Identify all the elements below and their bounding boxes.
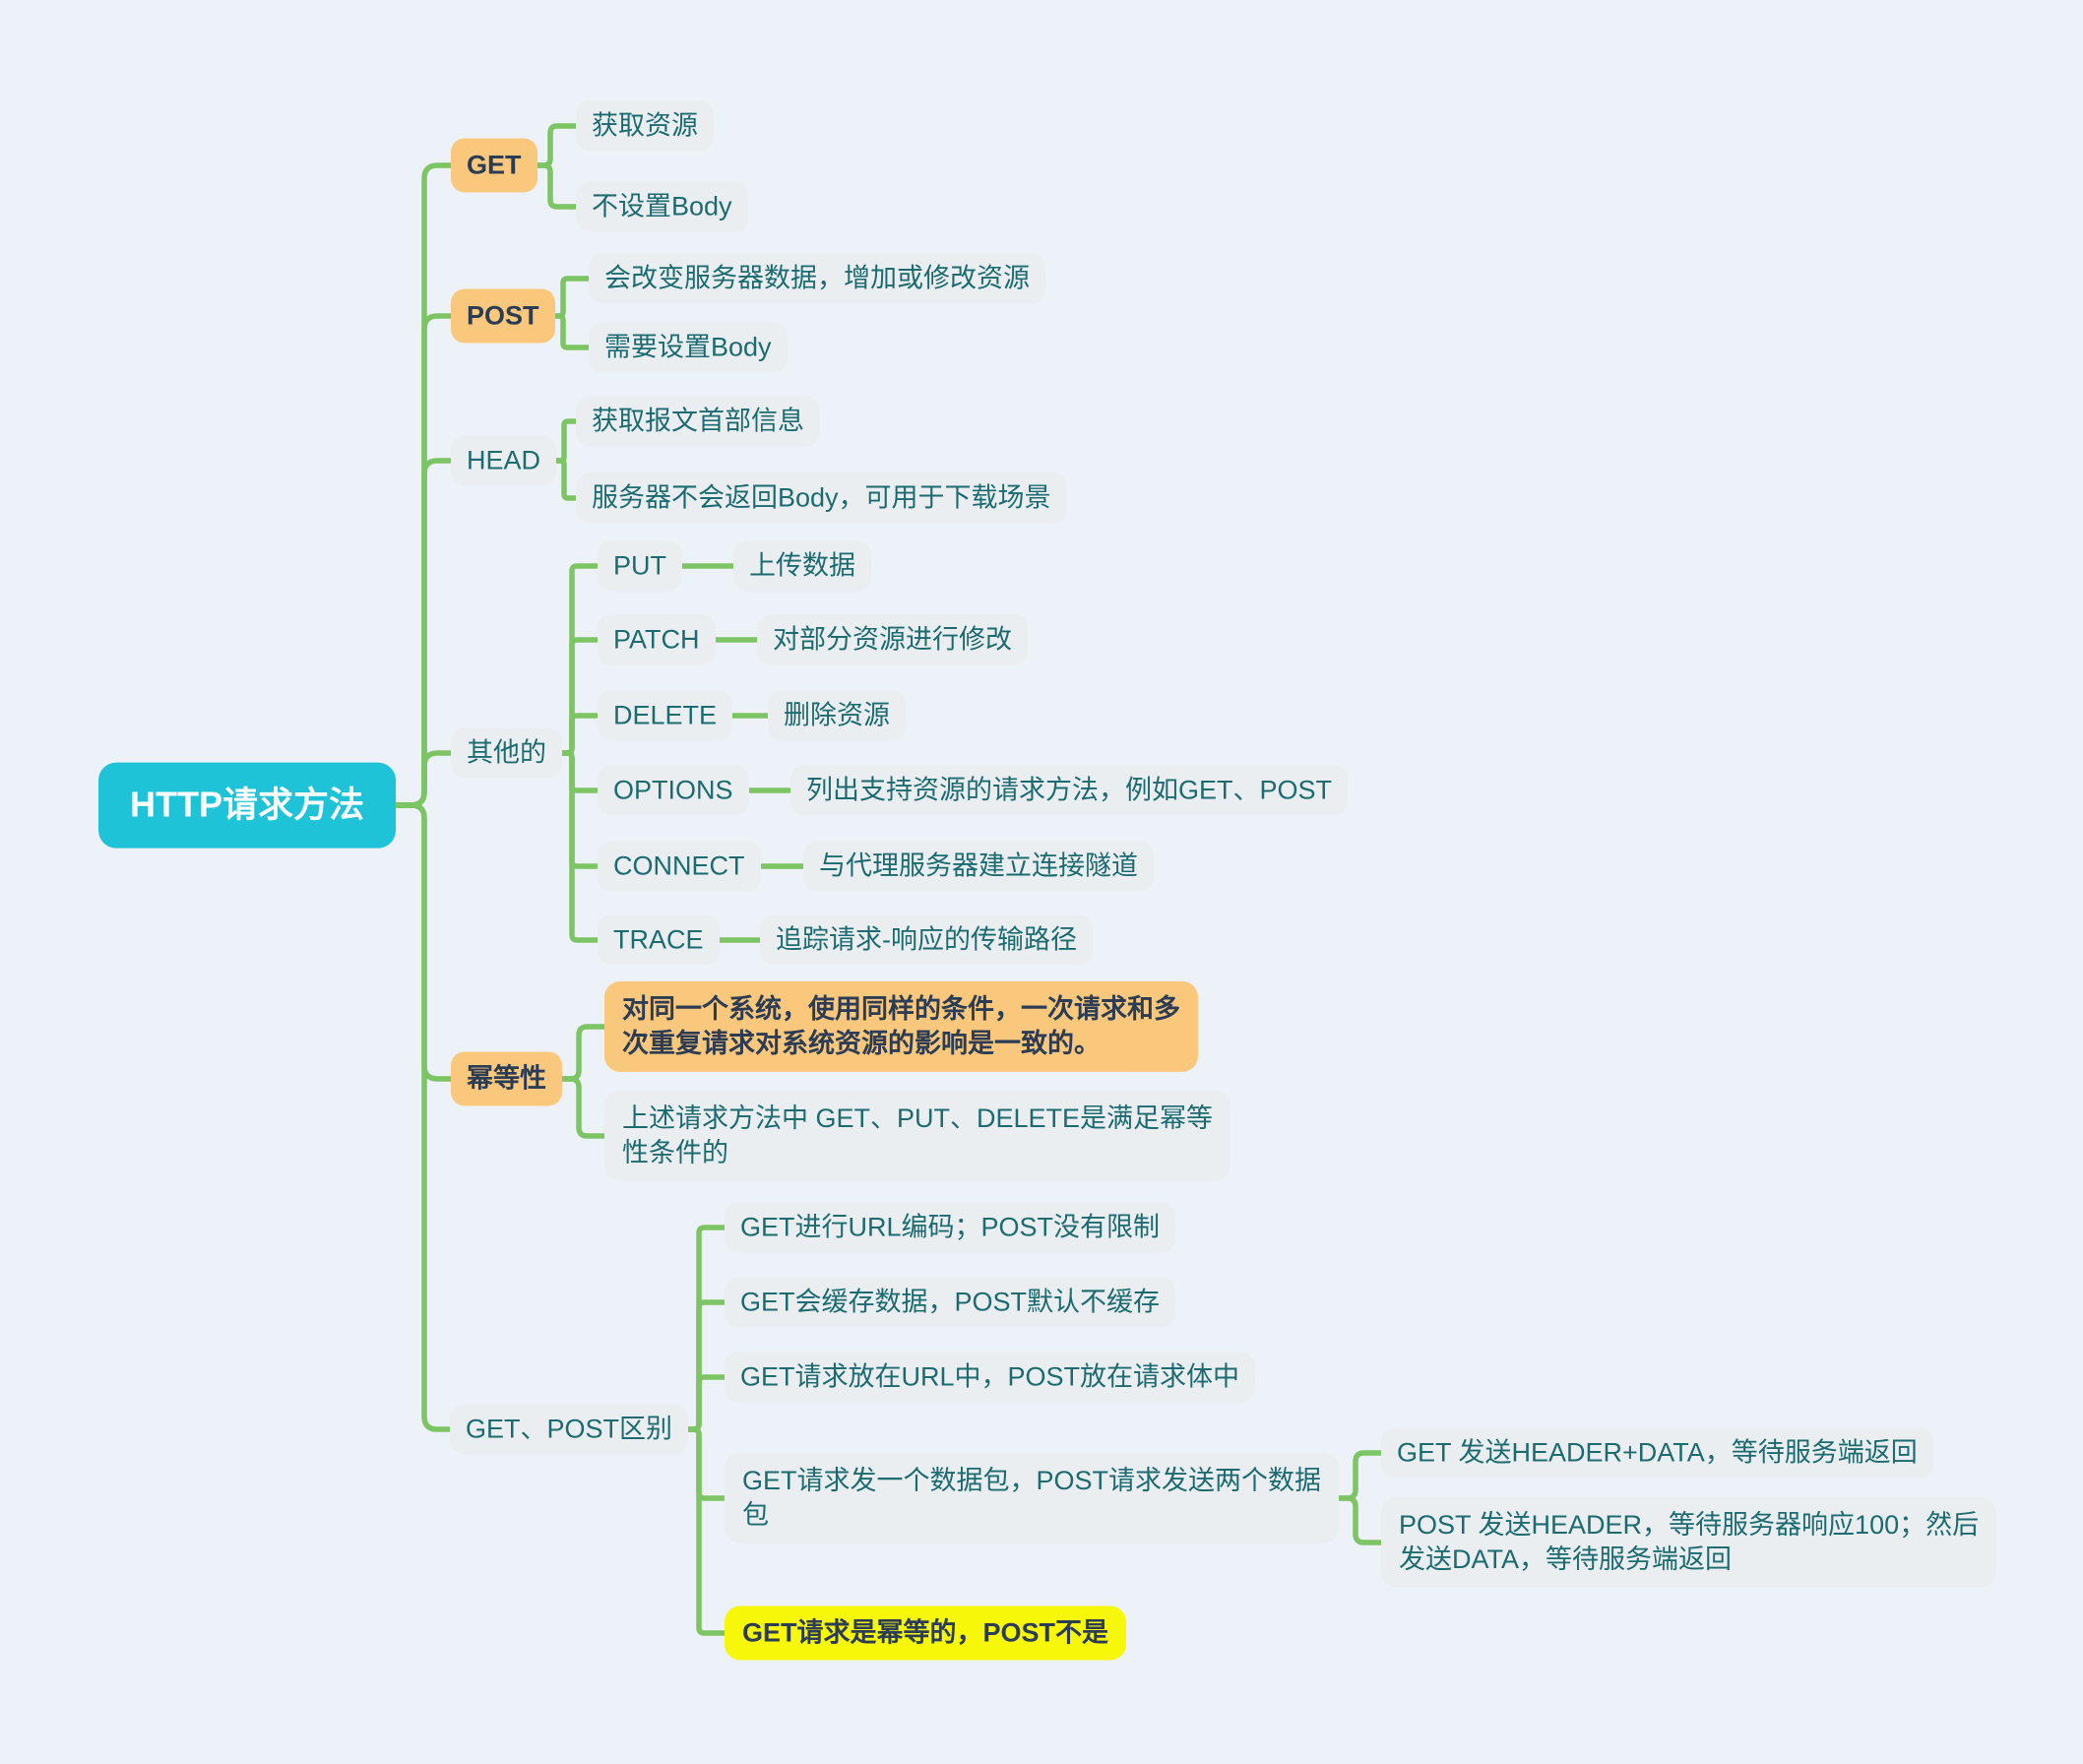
root-topic[interactable]: HTTP请求方法 xyxy=(98,762,396,849)
diff-highlight-idempotent[interactable]: GET请求是幂等的，POST不是 xyxy=(725,1606,1127,1661)
method-options[interactable]: OPTIONS xyxy=(598,765,749,816)
idempotency-definition[interactable]: 对同一个系统，使用同样的条件，一次请求和多 次重复请求对系统资源的影响是一致的。 xyxy=(604,980,1198,1073)
get-note-fetch-resource[interactable]: 获取资源 xyxy=(576,100,714,152)
method-trace[interactable]: TRACE xyxy=(598,914,720,966)
post-note-changes-data[interactable]: 会改变服务器数据，增加或修改资源 xyxy=(589,253,1045,304)
branch-get[interactable]: GET xyxy=(451,138,537,193)
get-note-no-body[interactable]: 不设置Body xyxy=(576,181,748,232)
patch-desc[interactable]: 对部分资源进行修改 xyxy=(757,614,1028,665)
put-desc[interactable]: 上传数据 xyxy=(733,540,871,592)
idempotency-note[interactable]: 上述请求方法中 GET、PUT、DELETE是满足幂等 性条件的 xyxy=(604,1090,1231,1182)
branch-idempotency[interactable]: 幂等性 xyxy=(451,1051,562,1106)
method-connect[interactable]: CONNECT xyxy=(598,841,761,892)
diff-note-cache[interactable]: GET会缓存数据，POST默认不缓存 xyxy=(725,1277,1176,1328)
method-put[interactable]: PUT xyxy=(598,540,682,592)
diff-note-url-encoding[interactable]: GET进行URL编码；POST没有限制 xyxy=(725,1202,1176,1253)
post-note-needs-body[interactable]: 需要设置Body xyxy=(589,322,788,373)
options-desc[interactable]: 列出支持资源的请求方法，例如GET、POST xyxy=(790,765,1349,816)
head-note-header-info[interactable]: 获取报文首部信息 xyxy=(576,396,820,447)
delete-desc[interactable]: 删除资源 xyxy=(768,690,906,741)
diff-note-packets[interactable]: GET请求发一个数据包，POST请求发送两个数据 包 xyxy=(725,1452,1340,1544)
diff-note-url-vs-body[interactable]: GET请求放在URL中，POST放在请求体中 xyxy=(725,1352,1256,1403)
branch-head[interactable]: HEAD xyxy=(451,435,557,486)
branch-get-post-diff[interactable]: GET、POST区别 xyxy=(450,1404,689,1455)
diff-packet-post-detail[interactable]: POST 发送HEADER，等待服务器响应100；然后 发送DATA，等待服务端… xyxy=(1381,1496,1997,1589)
diff-packet-get-detail[interactable]: GET 发送HEADER+DATA，等待服务端返回 xyxy=(1381,1427,1933,1479)
branch-others[interactable]: 其他的 xyxy=(451,727,562,779)
method-patch[interactable]: PATCH xyxy=(598,614,716,665)
head-note-no-body-return[interactable]: 服务器不会返回Body，可用于下载场景 xyxy=(576,472,1067,524)
method-delete[interactable]: DELETE xyxy=(598,690,733,741)
connect-desc[interactable]: 与代理服务器建立连接隧道 xyxy=(803,841,1154,892)
branch-post[interactable]: POST xyxy=(451,288,555,344)
trace-desc[interactable]: 追踪请求-响应的传输路径 xyxy=(760,914,1093,966)
